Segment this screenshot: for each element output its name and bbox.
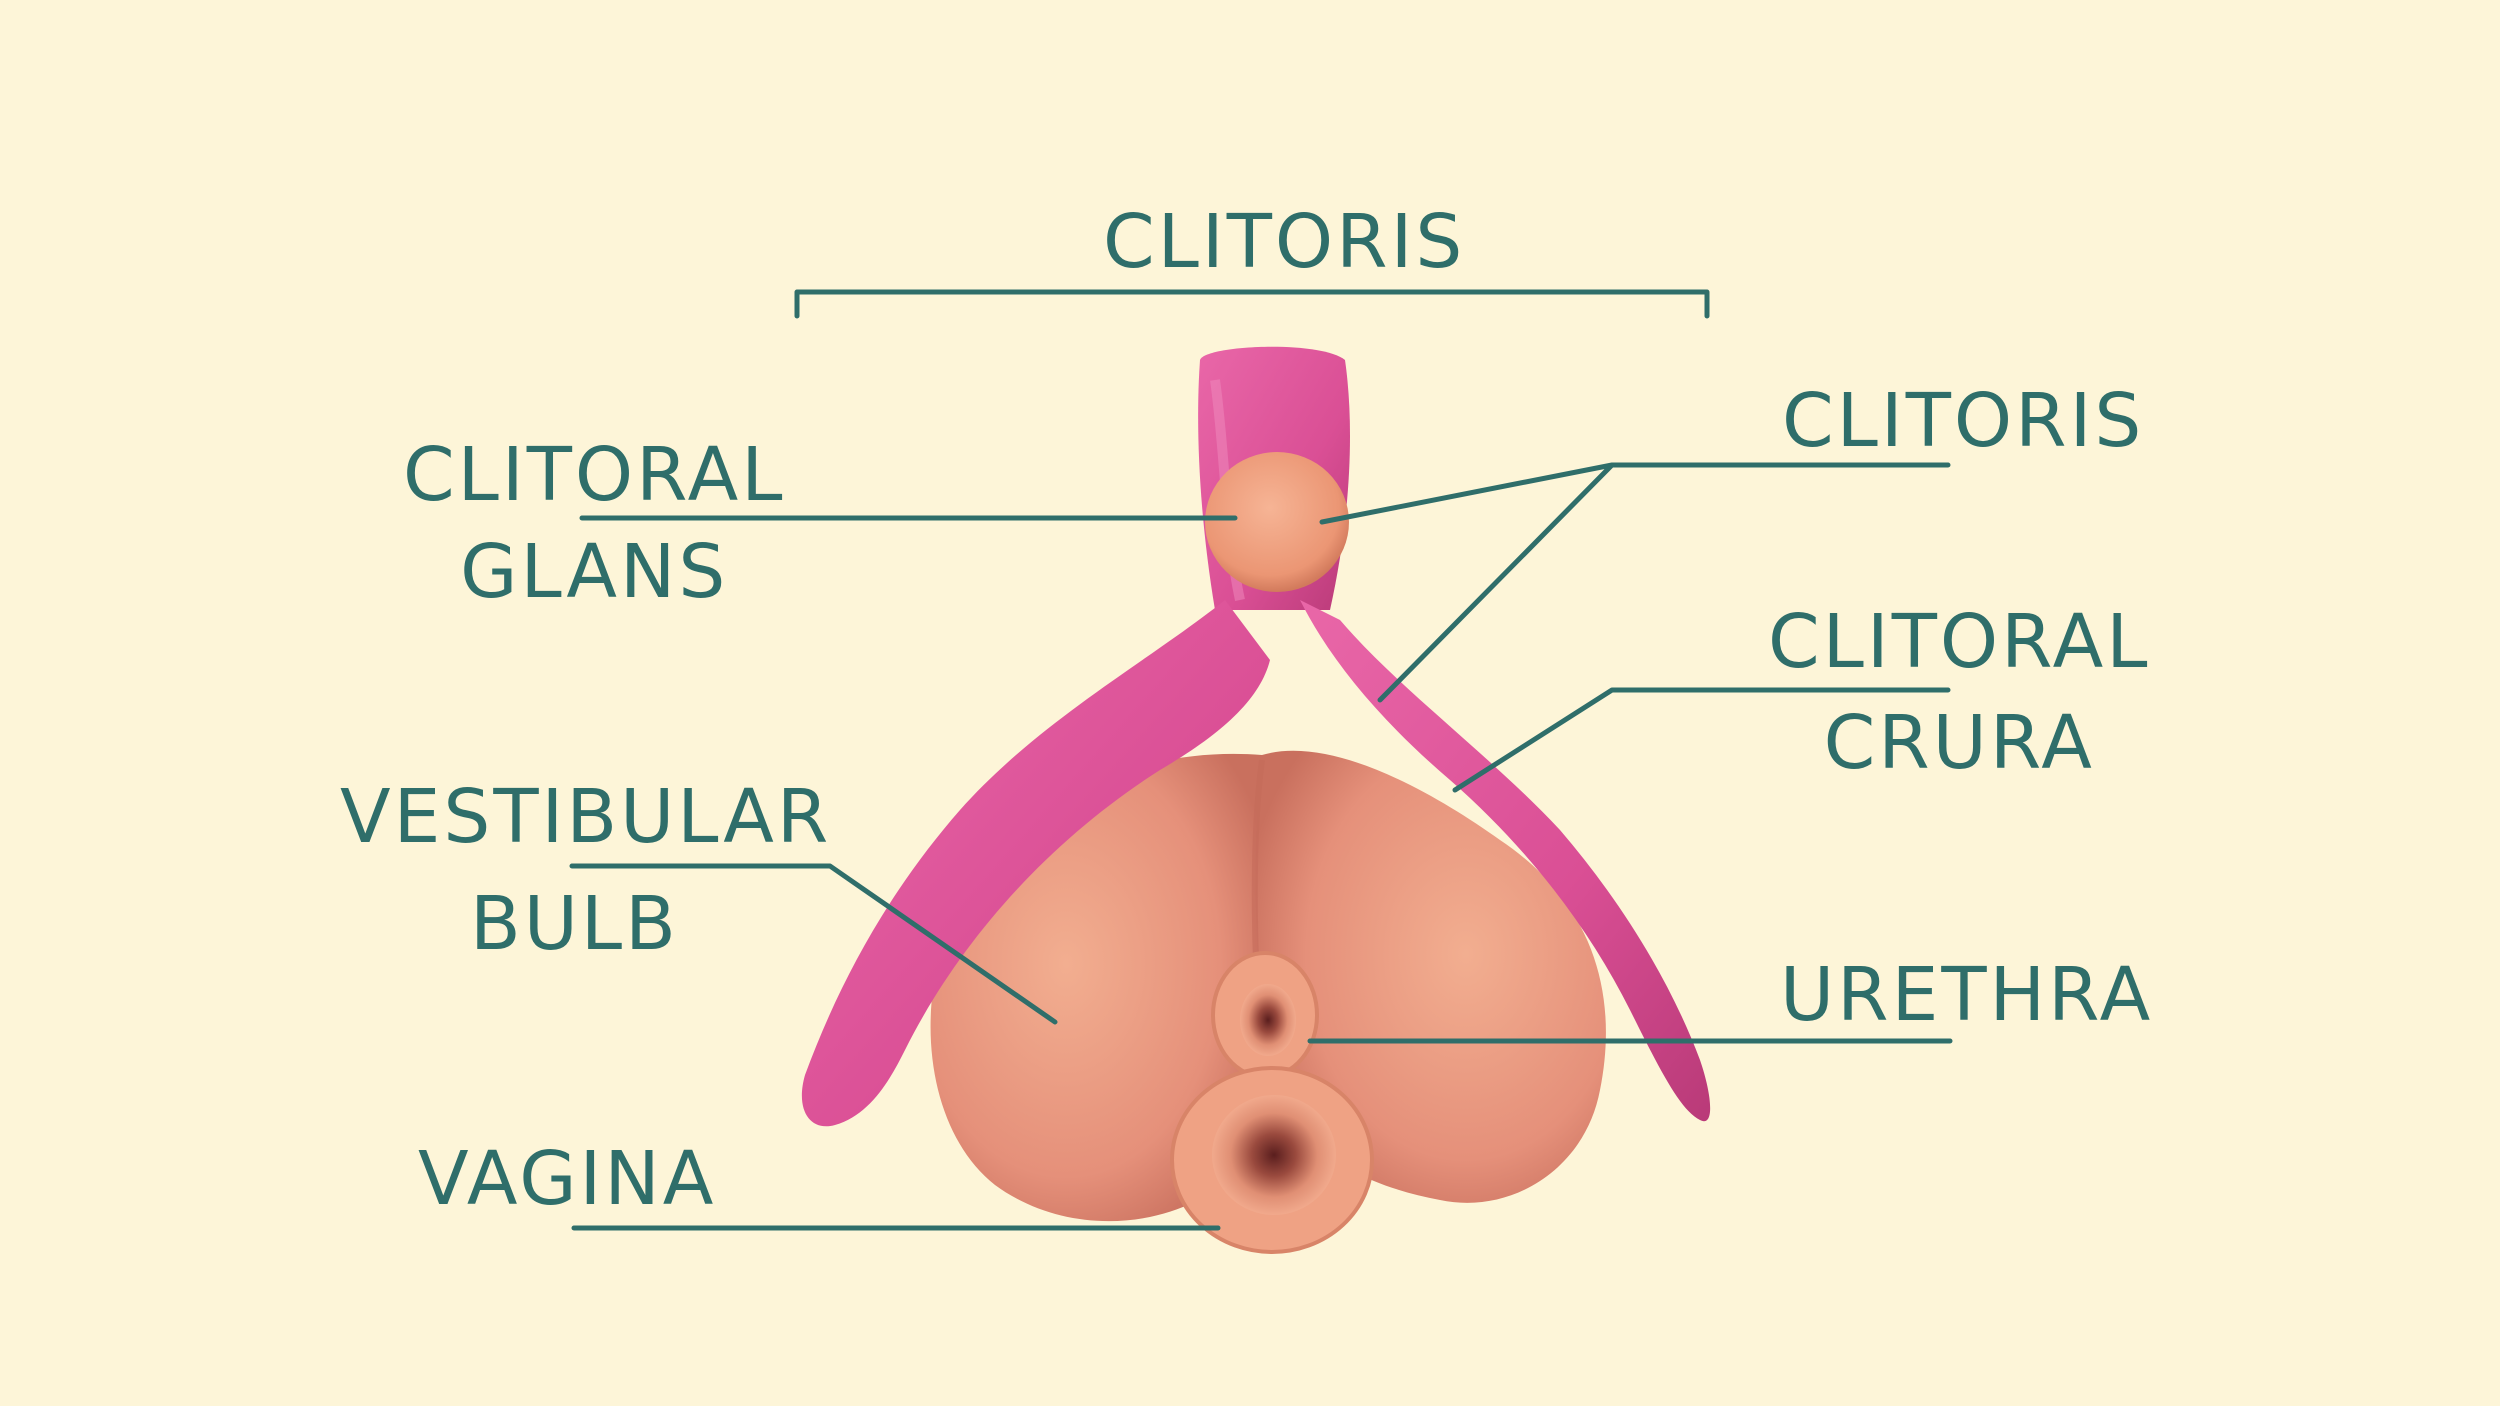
top-bracket — [794, 289, 1710, 319]
label-clitoral-glans: CLITORAL GLANS — [403, 432, 786, 615]
bulb-leader — [569, 863, 1058, 1025]
label-clitoral-crura: CLITORAL CRURA — [1768, 599, 2151, 786]
label-urethra: URETHRA — [1780, 952, 2154, 1038]
label-vestibular-bulb: VESTIBULAR BULB — [340, 774, 832, 967]
urethra-opening — [1211, 951, 1319, 1079]
clitoral-glans — [1205, 452, 1349, 592]
label-clitoris-top: CLITORIS — [1103, 199, 1466, 285]
left-clitoral-crus — [801, 600, 1270, 1127]
glans-shape — [1205, 452, 1349, 592]
label-vagina: VAGINA — [418, 1136, 717, 1222]
leader-lines — [569, 289, 1953, 1231]
label-clitoris: CLITORIS — [1782, 378, 2145, 464]
right-vestibular-bulb — [1255, 750, 1606, 1203]
crura-leader — [1452, 687, 1951, 793]
right-clitoral-crus — [1300, 600, 1711, 1122]
vaginal-opening — [1170, 1066, 1374, 1254]
clitoris-leader — [1319, 462, 1951, 703]
